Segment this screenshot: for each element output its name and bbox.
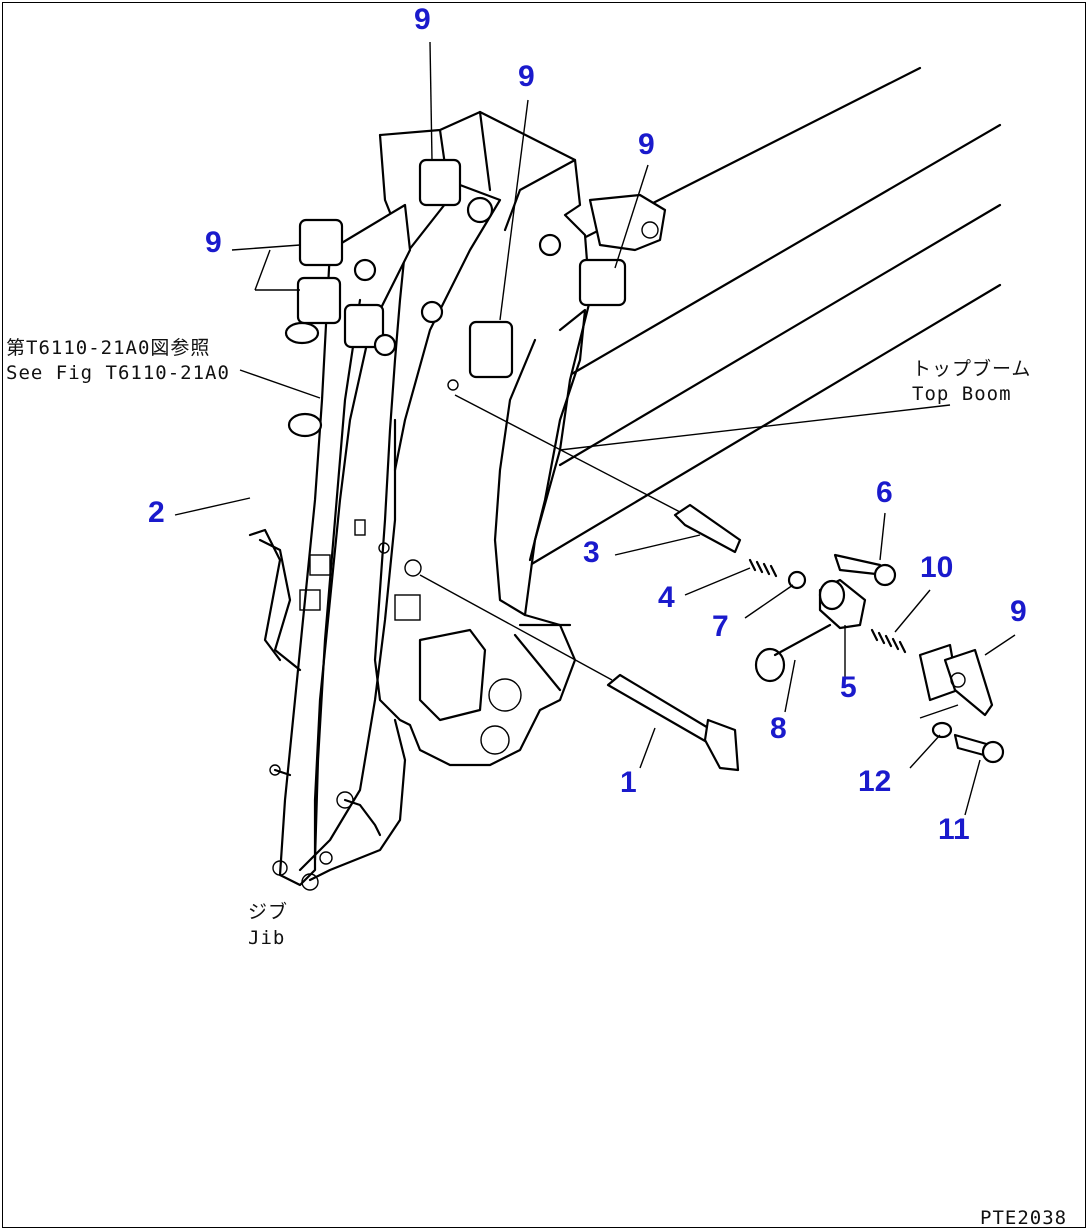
top-boom-label-jp: トップブーム bbox=[912, 358, 1032, 380]
callout-9-upper-mid: 9 bbox=[518, 60, 535, 93]
callout-5: 5 bbox=[840, 671, 857, 704]
callout-9-left: 9 bbox=[205, 226, 222, 259]
jib-bracket bbox=[373, 110, 592, 767]
jib-label-en: Jib bbox=[248, 927, 286, 949]
callout-7: 7 bbox=[712, 610, 729, 643]
callout-11: 11 bbox=[938, 813, 970, 846]
callout-9-top: 9 bbox=[414, 3, 431, 36]
reference-note-jp: 第T6110-21A0図参照 bbox=[6, 337, 211, 359]
callout-1: 1 bbox=[620, 766, 637, 799]
top-boom-label-en: Top Boom bbox=[912, 383, 1012, 405]
callout-6: 6 bbox=[876, 476, 893, 509]
callout-9-right: 9 bbox=[638, 128, 655, 161]
callout-8: 8 bbox=[770, 712, 787, 745]
callout-4: 4 bbox=[658, 581, 675, 614]
leader-lines bbox=[174, 41, 1016, 816]
exploded-parts bbox=[419, 394, 1005, 772]
reference-note-en: See Fig T6110-21A0 bbox=[6, 362, 230, 384]
callout-2: 2 bbox=[148, 496, 165, 529]
callout-10: 10 bbox=[920, 551, 954, 584]
jib-label-jp: ジブ bbox=[248, 901, 289, 923]
callout-12: 12 bbox=[858, 765, 892, 798]
figure-code: PTE2038 bbox=[980, 1207, 1068, 1229]
callout-9-exploded: 9 bbox=[1010, 595, 1027, 628]
pin-brackets bbox=[284, 158, 667, 438]
callout-3: 3 bbox=[583, 536, 600, 569]
top-boom bbox=[528, 66, 1002, 567]
